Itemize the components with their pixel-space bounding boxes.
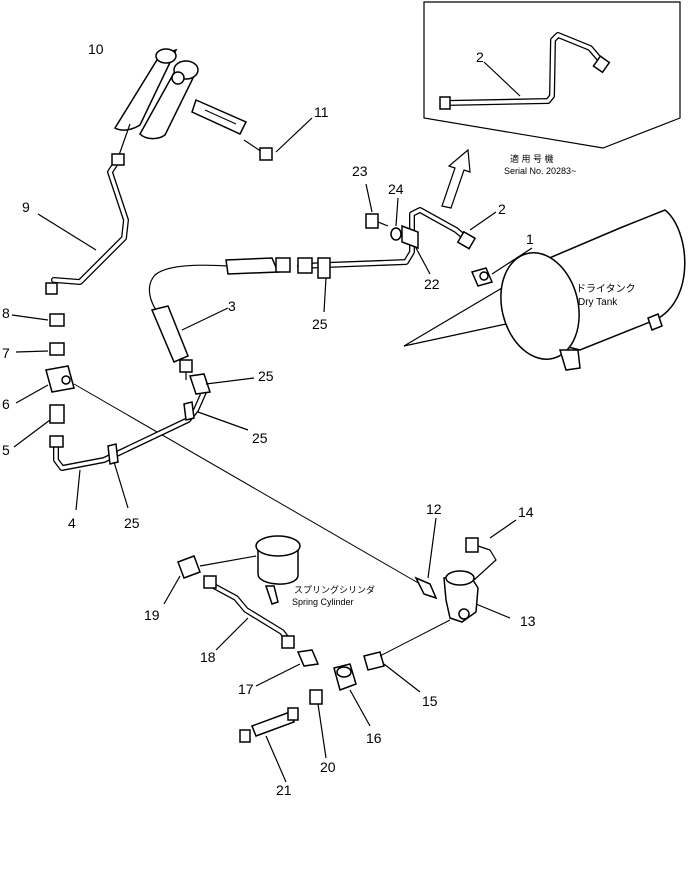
callout-4: 4 (68, 515, 76, 531)
pipe-9-nut-top (111, 153, 125, 166)
callout-15: 15 (422, 693, 438, 709)
spring-cylinder-en-label: Spring Cylinder (292, 597, 354, 607)
callout-2: 2 (498, 201, 506, 217)
callout-21: 21 (276, 782, 292, 798)
fitting-7 (15, 342, 65, 356)
applicability-label: 適 用 号 機 (510, 153, 554, 164)
clamp-25-upper (317, 257, 331, 279)
callout-1: 1 (526, 231, 534, 247)
callout-7: 7 (2, 345, 10, 361)
callout-5: 5 (2, 442, 10, 458)
pipe-18-nut-bottom (281, 635, 295, 649)
pipe-9-nut-bottom (45, 282, 58, 295)
bolt-11 (243, 117, 313, 161)
spring-cylinder (199, 535, 301, 605)
callout-25-right: 25 (252, 430, 268, 446)
hose-3-sleeve (150, 305, 189, 363)
fitting-20 (309, 689, 327, 759)
switch-21 (239, 707, 299, 783)
pipe-2-nut (456, 230, 477, 250)
hose-3-top-fitting (275, 257, 291, 273)
callout-3: 3 (228, 298, 236, 314)
pipe-18-nut-top (203, 575, 217, 589)
clamp-22 (401, 224, 419, 250)
callout-2-inset: 2 (476, 49, 484, 65)
callout-19: 19 (144, 607, 160, 623)
dry-tank-jp-label: ドライタンク (576, 283, 636, 295)
reference-arrow (441, 148, 471, 209)
inset-box: 2 (423, 1, 681, 149)
elbow-19 (163, 555, 201, 605)
callout-6: 6 (2, 396, 10, 412)
callout-20: 20 (320, 759, 336, 775)
clamp-25-lower (107, 443, 119, 465)
drain-valve-1 (470, 247, 533, 287)
fitting-17 (255, 649, 320, 687)
fitting-15 (363, 651, 421, 693)
pipe-2-union (297, 257, 313, 274)
callout-25-elbow: 25 (258, 368, 274, 384)
fitting-8 (11, 313, 65, 327)
callout-25-upper: 25 (312, 316, 328, 332)
pipe-4-nut (49, 435, 64, 448)
washer-24 (390, 197, 402, 241)
bolt-23 (365, 183, 389, 229)
air-horn (113, 48, 248, 159)
dry-tank (403, 209, 686, 371)
callout-11: 11 (314, 104, 329, 120)
callout-16: 16 (366, 730, 382, 746)
inset-pipe-end-fitting (439, 96, 451, 110)
hose-3-fitting (179, 359, 193, 373)
clamp-25-right (183, 401, 195, 421)
inset-pipe-nut (592, 55, 611, 74)
serial-number-label: Serial No. 20283~ (504, 166, 576, 176)
callout-14: 14 (518, 504, 534, 520)
hose-3-top-sleeve (225, 257, 280, 275)
callout-8: 8 (2, 305, 10, 321)
callout-24: 24 (388, 181, 404, 197)
dry-tank-en-label: Dry Tank (578, 297, 618, 308)
fitting-12 (414, 517, 438, 600)
callout-9: 9 (22, 199, 30, 215)
tee-fitting-6 (15, 365, 75, 404)
callout-17: 17 (238, 681, 254, 697)
spring-cylinder-jp-label: スプリングシリンダ (294, 584, 375, 595)
elbow-16 (333, 663, 371, 727)
elbow-25 (189, 373, 211, 395)
callout-18: 18 (200, 649, 216, 665)
callout-10: 10 (88, 41, 104, 57)
bolt-14 (465, 519, 517, 581)
callout-12: 12 (426, 501, 442, 517)
callout-23: 23 (352, 163, 368, 179)
callout-22: 22 (424, 276, 440, 292)
relay-valve-13 (443, 570, 511, 623)
callout-25-lower: 25 (124, 515, 140, 531)
callout-13: 13 (520, 613, 536, 629)
fitting-5 (13, 404, 65, 448)
